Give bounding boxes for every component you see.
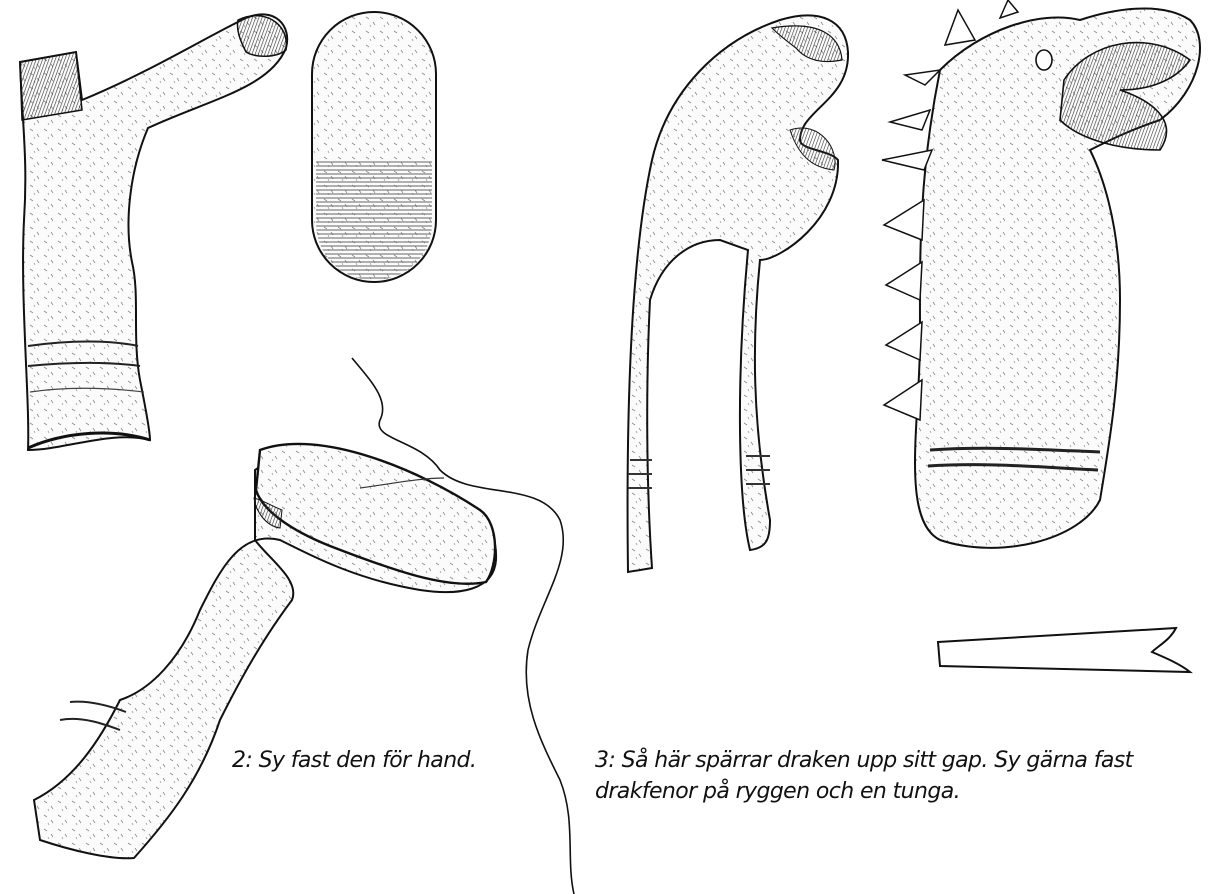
thread-line (352, 358, 574, 894)
caption-step-3-line-1: 3: Så här spärrar draken upp sitt gap. S… (595, 745, 1133, 776)
oval-sole-drawing (312, 12, 436, 282)
sewing-drawing (34, 444, 496, 858)
dragon-puppet-drawing (882, 0, 1200, 548)
sock-drawing (20, 14, 287, 450)
caption-step-2: 2: Sy fast den för hand. (232, 745, 476, 776)
flat-sock-drawing (628, 15, 849, 572)
tongue-drawing (938, 628, 1190, 672)
caption-step-3: 3: Så här spärrar draken upp sitt gap. S… (595, 745, 1133, 807)
caption-step-3-line-2: drakfenor på ryggen och en tunga. (595, 776, 1133, 807)
